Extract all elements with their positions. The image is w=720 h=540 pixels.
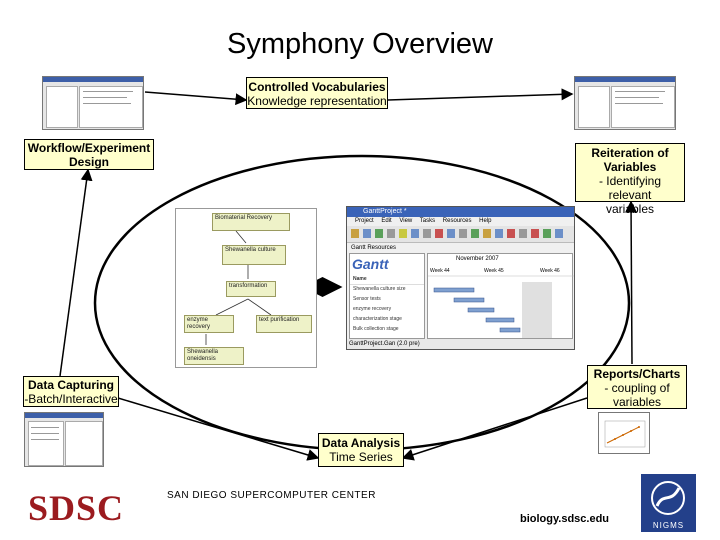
arrow-capture-workflow <box>59 168 93 377</box>
capture-box: Data Capturing -Batch/Interactive <box>23 376 119 407</box>
gantt-week: Week 44 <box>430 268 450 274</box>
gantt-toolbar <box>347 226 574 243</box>
workflow-box: Workflow/Experiment Design <box>24 139 154 170</box>
gantt-task-list: Gantt Name Shewanella culture size Senso… <box>349 253 425 339</box>
arrow-vocab-right <box>387 88 574 101</box>
screenshot-thumbnail-top-right <box>574 76 676 130</box>
workflow-node: enzyme recovery <box>184 315 234 333</box>
vocab-sub: Knowledge representation <box>247 94 387 108</box>
nigms-logo: NIGMS <box>641 474 696 532</box>
reports-sub2: variables <box>612 395 662 409</box>
screenshot-thumbnail-capture <box>24 412 104 467</box>
workflow-title2: Design <box>68 155 109 169</box>
vocab-box: Controlled Vocabularies Knowledge repres… <box>246 77 388 109</box>
analysis-title: Data Analysis <box>321 436 401 450</box>
reiteration-title: Reiteration of <box>591 146 669 160</box>
screenshot-thumbnail-top-left <box>42 76 144 130</box>
gantt-week: Week 45 <box>484 268 504 274</box>
gantt-logo: Gantt <box>352 256 389 272</box>
arrow-left-vocab <box>144 91 248 106</box>
gantt-screenshot: GanttProject * Project Edit View Tasks R… <box>346 206 575 350</box>
arrow-reports-analysis <box>401 397 588 461</box>
analysis-sub: Time Series <box>329 450 393 464</box>
analysis-box: Data Analysis Time Series <box>318 433 404 467</box>
reiteration-sub2: variables <box>605 202 655 216</box>
page-title: Symphony Overview <box>227 28 493 60</box>
workflow-diagram-image: Biomaterial Recovery Shewanella culture … <box>175 208 317 368</box>
arrow-capture-analysis <box>117 397 320 461</box>
workflow-title: Workflow/Experiment <box>27 141 151 155</box>
gantt-task: Shewanella culture size <box>353 286 406 292</box>
reports-title: Reports/Charts <box>593 367 681 381</box>
gantt-week: Week 46 <box>540 268 560 274</box>
chart-thumbnail-reports <box>598 412 650 454</box>
gantt-month: November 2007 <box>456 256 499 262</box>
gantt-status-bar: GanttProject.Gan (2.0 pre) <box>347 339 574 349</box>
reiteration-title2: Variables <box>603 160 657 174</box>
gantt-name-header: Name <box>353 276 367 282</box>
reports-sub: - coupling of <box>604 381 670 395</box>
gantt-task: characterization stage <box>353 316 402 322</box>
gantt-window-title: GanttProject * <box>347 207 574 217</box>
workflow-node: transformation <box>226 281 276 297</box>
capture-title: Data Capturing <box>27 378 114 392</box>
sdsc-center-name: SAN DIEGO SUPERCOMPUTER CENTER <box>167 490 376 501</box>
vocab-title: Controlled Vocabularies <box>248 80 386 94</box>
workflow-node: text purification <box>256 315 312 333</box>
workflow-node: Shewanella oneidensis <box>184 347 244 365</box>
sdsc-logo: SDSC <box>28 488 125 528</box>
site-url: biology.sdsc.edu <box>520 513 610 525</box>
arrow-reports-reiteration <box>625 200 638 365</box>
capture-sub: -Batch/Interactive <box>24 392 118 406</box>
reiteration-sub: - Identifying relevant <box>598 174 662 202</box>
reports-box: Reports/Charts - coupling of variables <box>587 365 687 409</box>
gantt-task: Sensor tests <box>353 296 381 302</box>
workflow-node: Shewanella culture <box>222 245 286 265</box>
gantt-chart-area: November 2007 Week 44 Week 45 Week 46 <box>427 253 574 339</box>
gantt-task: Bulk collection stage <box>353 326 399 332</box>
workflow-node: Biomaterial Recovery <box>212 213 290 231</box>
nigms-label: NIGMS <box>652 521 685 530</box>
reiteration-box: Reiteration of Variables - Identifying r… <box>575 143 685 216</box>
gantt-tabs: Gantt Resources <box>351 245 397 251</box>
gantt-task: enzyme recovery <box>353 306 392 312</box>
gantt-menu: Project Edit View Tasks Resources Help <box>355 218 492 224</box>
